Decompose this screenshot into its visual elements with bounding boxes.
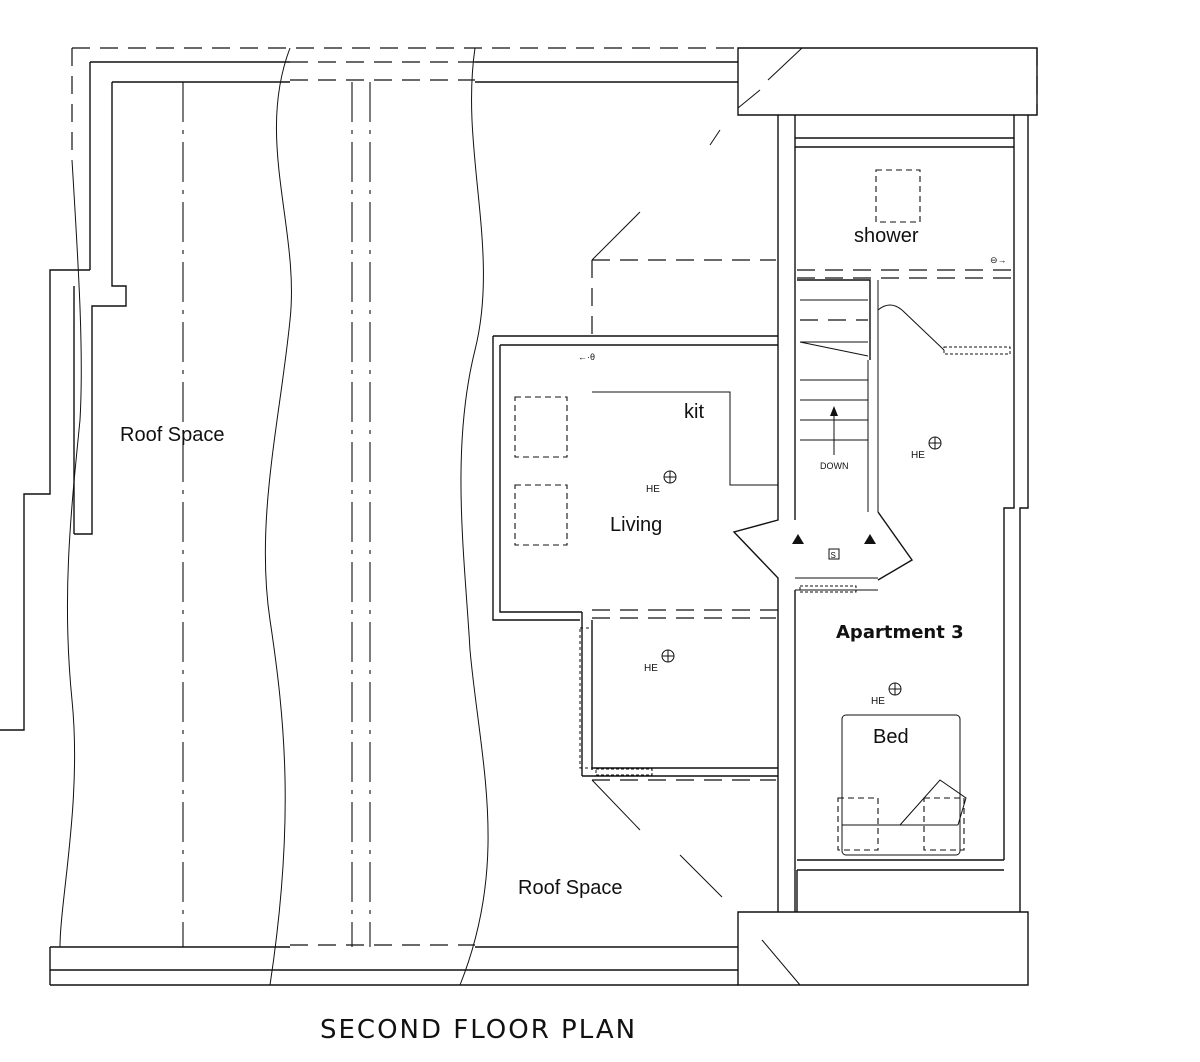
- left-exterior-wall: [0, 61, 738, 731]
- stair-down-label: DOWN: [820, 461, 849, 471]
- living-label: Living: [610, 514, 662, 536]
- svg-text:HE: HE: [871, 696, 885, 707]
- roof-space-left-label: Roof Space: [120, 424, 225, 446]
- heater-icon: HE: [646, 470, 677, 495]
- roof-features: [591, 129, 776, 898]
- apartment-label: Apartment 3: [836, 622, 964, 643]
- roof-space-bottom-label: Roof Space: [518, 877, 623, 899]
- shower-label: shower: [854, 225, 919, 247]
- landing: S: [732, 304, 945, 591]
- kit-label: kit: [684, 401, 704, 423]
- svg-text:←·θ: ←·θ: [578, 352, 595, 362]
- plan-title: SECOND FLOOR PLAN: [320, 1015, 637, 1045]
- heater-symbols: HE HE HE HE ←·θ: [578, 352, 942, 707]
- svg-text:HE: HE: [646, 484, 660, 495]
- centre-lines: [182, 82, 371, 947]
- heater-icon: HE: [871, 682, 902, 707]
- bottom-exterior-wall: [49, 946, 738, 986]
- bed-furniture: [837, 714, 967, 856]
- roof-outline: [71, 47, 1038, 946]
- bed-label: Bed: [873, 726, 909, 748]
- skylights: [514, 169, 921, 546]
- party-walls: [777, 115, 1014, 912]
- living-room-walls: [492, 335, 778, 777]
- right-exterior-block: [737, 47, 1038, 986]
- stair: [797, 279, 879, 512]
- break-lines: [59, 47, 489, 986]
- svg-text:⊖→: ⊖→: [990, 255, 1007, 265]
- svg-text:HE: HE: [644, 663, 658, 674]
- shower-partition: ⊖→: [797, 255, 1012, 279]
- heater-icon: HE: [911, 436, 942, 461]
- heater-icon: HE: [644, 649, 675, 674]
- svg-text:HE: HE: [911, 450, 925, 461]
- window-strips: [579, 346, 1011, 776]
- smoke-detector: S: [831, 551, 836, 560]
